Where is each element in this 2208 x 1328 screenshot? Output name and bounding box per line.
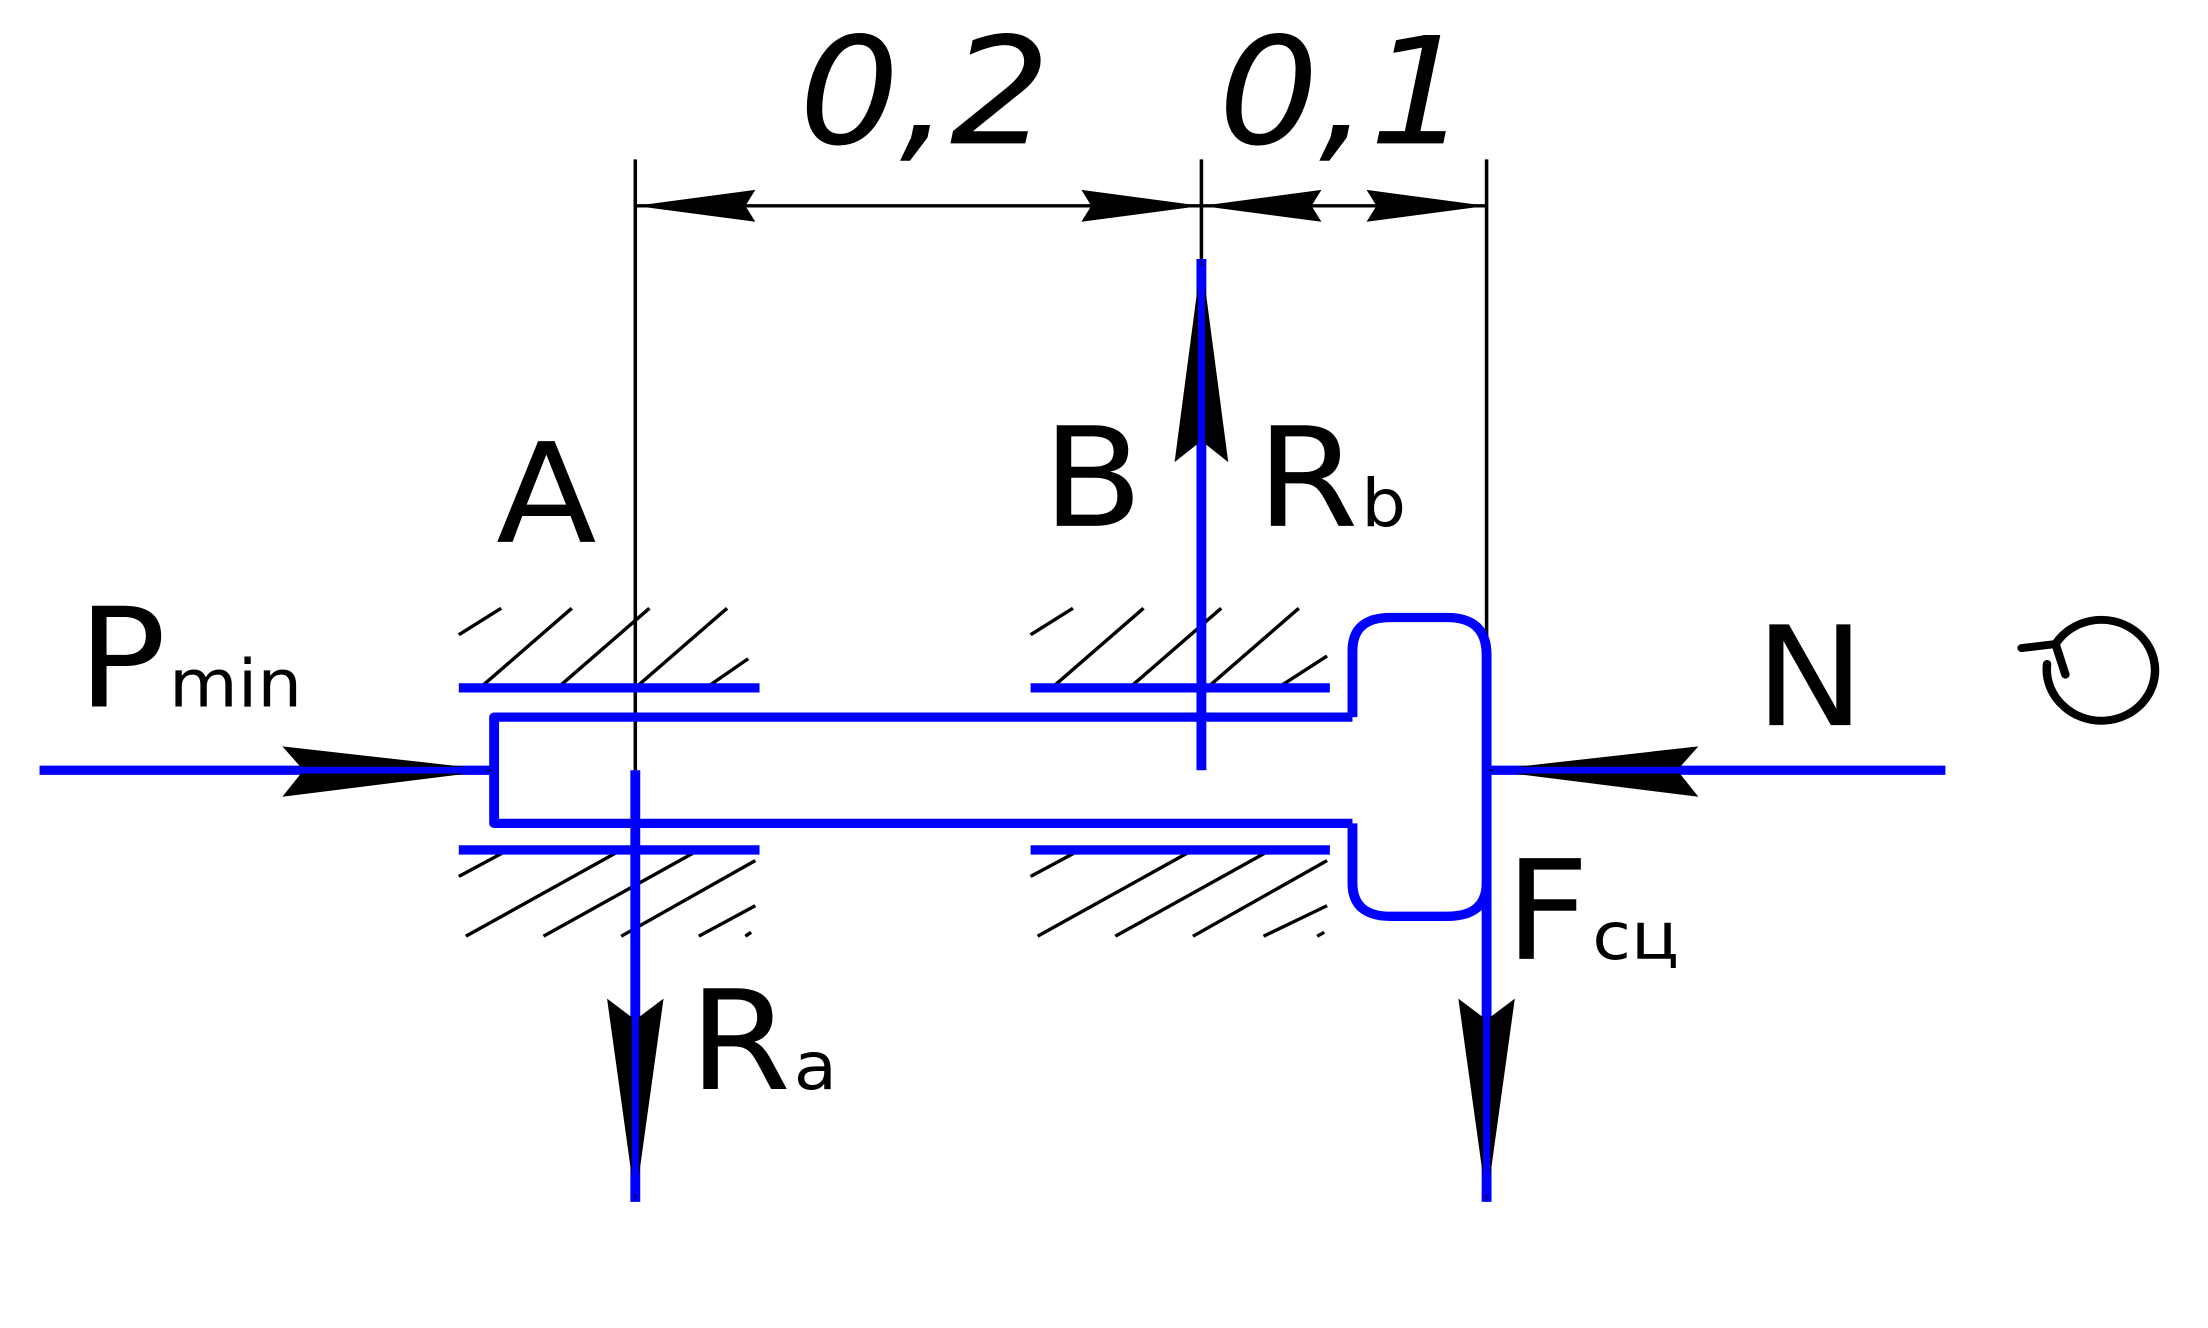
shaft-outline (489, 712, 1353, 829)
dimension-b-end-label: 0,1 (1218, 7, 1469, 179)
reaction-b-main: R (1256, 398, 1358, 559)
reaction-b-label: Rb (1256, 398, 1406, 559)
reaction-b-sub: b (1361, 465, 1406, 543)
dimension-arrowheads (635, 189, 1487, 222)
reaction-a-sub: a (794, 1028, 837, 1106)
force-f-label: Fсц (1505, 831, 1679, 992)
dim-arrow-bend-left (1201, 189, 1322, 222)
support-b-label: B (1042, 398, 1143, 559)
force-n-label: N (1755, 597, 1865, 758)
dim-arrow-ab-left (635, 189, 756, 222)
dim-arrow-bend-right (1366, 189, 1487, 222)
reaction-a-main: R (689, 961, 791, 1122)
force-shaft-overlay (289, 265, 1692, 1196)
force-p-label: Pmin (78, 579, 302, 740)
support-a-label: A (496, 414, 596, 575)
force-p-sub: min (169, 645, 302, 723)
force-p-main: P (78, 579, 167, 740)
force-f-main: F (1505, 831, 1589, 992)
reaction-a-label: Ra (689, 961, 837, 1122)
rotation-arrow-icon (2017, 615, 2160, 725)
beam-structure (39, 258, 1946, 1202)
dim-arrow-ab-right (1081, 189, 1202, 222)
dimension-ab-label: 0,2 (799, 7, 1050, 179)
force-f-sub: сц (1592, 898, 1679, 976)
collar-outline (1347, 612, 1492, 921)
